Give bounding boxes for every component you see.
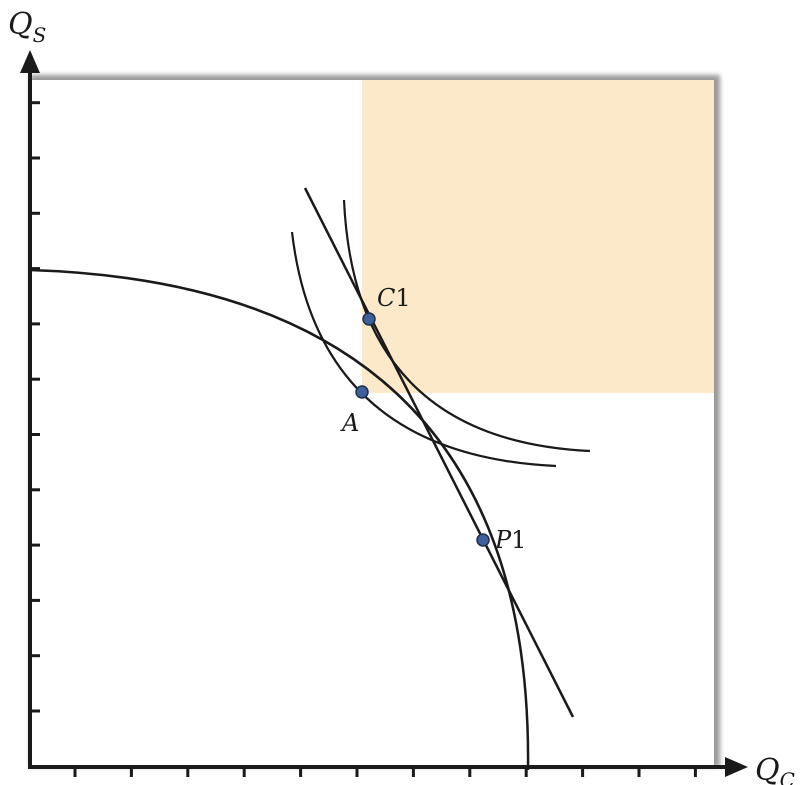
- x-axis-arrowhead: [725, 757, 748, 777]
- point-p1-label: P1: [494, 526, 526, 554]
- y-axis-arrowhead: [20, 50, 40, 73]
- y-axis-title: QS: [8, 7, 46, 47]
- point-a-marker: [355, 385, 369, 399]
- point-a-label: A: [340, 409, 359, 437]
- shaded-region: [362, 80, 714, 393]
- point-c1-label: C1: [377, 284, 411, 312]
- x-axis-ticks: [73, 767, 697, 777]
- production-possibilities-frontier: [29, 268, 530, 771]
- point-p1-marker: [476, 533, 490, 547]
- point-c1-marker: [362, 312, 376, 326]
- y-axis: [20, 50, 40, 767]
- world-price-line: [303, 187, 575, 718]
- indifference-curve-low: [290, 231, 557, 468]
- y-axis-ticks: [30, 101, 40, 713]
- indifference-curve-high: [342, 199, 591, 453]
- x-axis-title: QC: [755, 753, 795, 785]
- x-axis: [28, 757, 748, 777]
